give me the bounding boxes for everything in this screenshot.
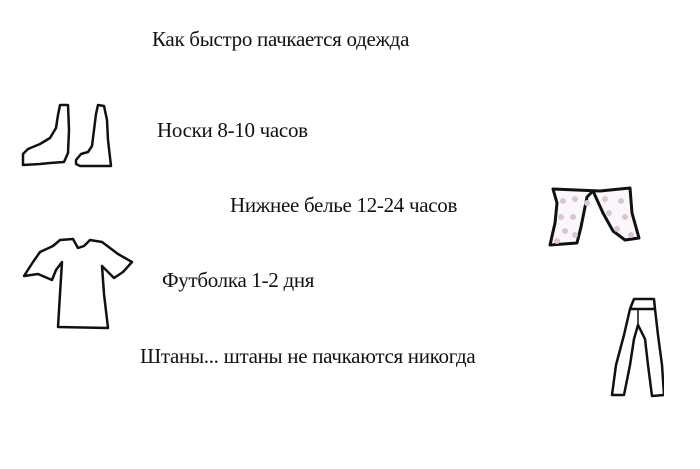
socks-icon <box>18 100 138 170</box>
socks-label: Носки 8-10 часов <box>157 118 308 142</box>
page-title: Как быстро пачкается одежда <box>152 27 410 51</box>
pants-label: Штаны... штаны не пачкаются никогда <box>140 344 476 368</box>
underwear-label: Нижнее белье 12-24 часов <box>230 193 458 217</box>
tshirt-icon <box>18 234 138 334</box>
tshirt-label: Футболка 1-2 дня <box>162 268 315 292</box>
pants-icon <box>604 295 664 400</box>
shorts-icon <box>545 183 645 253</box>
